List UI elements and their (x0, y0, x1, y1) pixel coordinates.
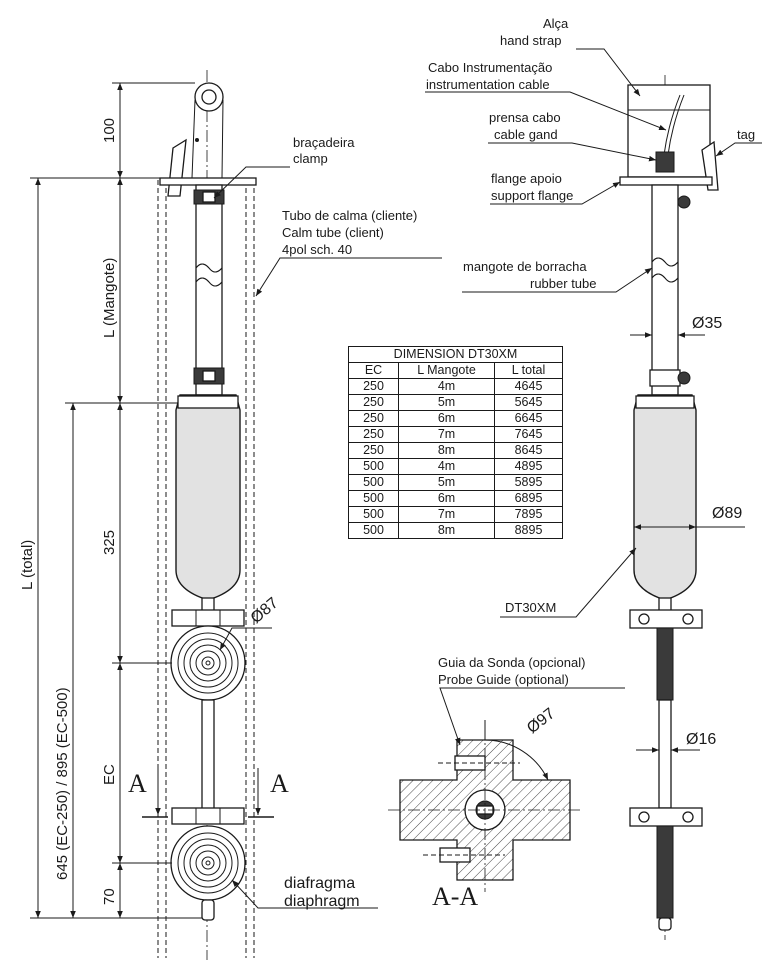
cell-l-total: 8645 (494, 442, 563, 459)
section-mark-right: A (270, 769, 289, 798)
diaphragm-pt: diafragma (284, 875, 355, 892)
flange-en: support flange (491, 188, 573, 203)
table-header-row: EC L Mangote L total (348, 362, 563, 379)
gland-pt: prensa cabo (489, 110, 561, 125)
dim-phi89: Ø89 (712, 505, 742, 522)
dim-100: 100 (101, 118, 118, 143)
table-title-row: DIMENSION DT30XM (348, 346, 563, 363)
dim-ec: EC (101, 764, 118, 785)
hand-strap-en: hand strap (500, 33, 561, 48)
cell-ec: 500 (348, 490, 399, 507)
rubber-pt: mangote de borracha (463, 259, 587, 274)
cell-l-mangote: 6m (398, 410, 495, 427)
dim-phi87: Ø87 (248, 595, 282, 628)
cell-l-mangote: 6m (398, 490, 495, 507)
cell-ec: 250 (348, 426, 399, 443)
cell-l-total: 8895 (494, 522, 563, 539)
calm-tube-size: 4pol sch. 40 (282, 242, 352, 257)
diaphragm-en: diaphragm (284, 893, 360, 910)
cell-l-total: 7895 (494, 506, 563, 523)
gland-en: cable gand (494, 127, 558, 142)
section-a-a: Ø97 Guia da Sonda (opcional) Probe Guide… (388, 655, 625, 911)
guide-pt: Guia da Sonda (opcional) (438, 655, 585, 670)
model-label: DT30XM (505, 600, 556, 615)
cell-ec: 500 (348, 474, 399, 491)
calm-tube-en: Calm tube (client) (282, 225, 384, 240)
dim-ec-lengths: 645 (EC-250) / 895 (EC-500) (54, 687, 71, 880)
cell-l-total: 4645 (494, 378, 563, 395)
cell-l-total: 7645 (494, 426, 563, 443)
cable-en: instrumentation cable (426, 77, 550, 92)
dim-phi16: Ø16 (686, 731, 716, 748)
section-mark-left: A (128, 769, 147, 798)
cell-l-mangote: 7m (398, 426, 495, 443)
clamp-label-en: clamp (293, 151, 328, 166)
cell-ec: 500 (348, 458, 399, 475)
dim-325: 325 (101, 530, 118, 555)
hand-strap-pt: Alça (543, 16, 569, 31)
dim-phi35: Ø35 (692, 315, 722, 332)
clamp-label-pt: braçadeira (293, 135, 355, 150)
cell-ec: 250 (348, 394, 399, 411)
cell-l-mangote: 8m (398, 522, 495, 539)
col-header-l-total: L total (494, 362, 563, 379)
cell-l-total: 6895 (494, 490, 563, 507)
right-view: Ø35 Ø89 Ø16 Alça hand strap Cabo Instrum… (425, 16, 762, 940)
dim-70: 70 (101, 888, 118, 905)
cell-ec: 500 (348, 506, 399, 523)
rubber-en: rubber tube (530, 276, 597, 291)
dim-l-mangote: L (Mangote) (101, 258, 118, 338)
cell-l-total: 4895 (494, 458, 563, 475)
table-title: DIMENSION DT30XM (348, 346, 563, 363)
cell-l-total: 6645 (494, 410, 563, 427)
left-view: A A 100 L (Mangote) 325 EC 70 645 (EC-25… (19, 70, 442, 960)
cell-l-mangote: 4m (398, 458, 495, 475)
cell-l-total: 5645 (494, 394, 563, 411)
cell-ec: 250 (348, 410, 399, 427)
cell-l-mangote: 4m (398, 378, 495, 395)
cell-l-mangote: 8m (398, 442, 495, 459)
tag-label: tag (737, 127, 755, 142)
cell-ec: 500 (348, 522, 399, 539)
cell-ec: 250 (348, 442, 399, 459)
col-header-l-mangote: L Mangote (398, 362, 495, 379)
calm-tube-pt: Tubo de calma (cliente) (282, 208, 417, 223)
dim-l-total: L (total) (19, 540, 36, 590)
cell-l-mangote: 5m (398, 394, 495, 411)
dim-phi97: Ø97 (524, 705, 558, 737)
cell-l-mangote: 5m (398, 474, 495, 491)
guide-en: Probe Guide (optional) (438, 672, 569, 687)
cell-l-mangote: 7m (398, 506, 495, 523)
col-header-ec: EC (348, 362, 399, 379)
section-title: A-A (432, 882, 478, 911)
cell-l-total: 5895 (494, 474, 563, 491)
cell-ec: 250 (348, 378, 399, 395)
flange-pt: flange apoio (491, 171, 562, 186)
dimension-table: DIMENSION DT30XM EC L Mangote L total 25… (348, 346, 563, 539)
cable-pt: Cabo Instrumentação (428, 60, 552, 75)
